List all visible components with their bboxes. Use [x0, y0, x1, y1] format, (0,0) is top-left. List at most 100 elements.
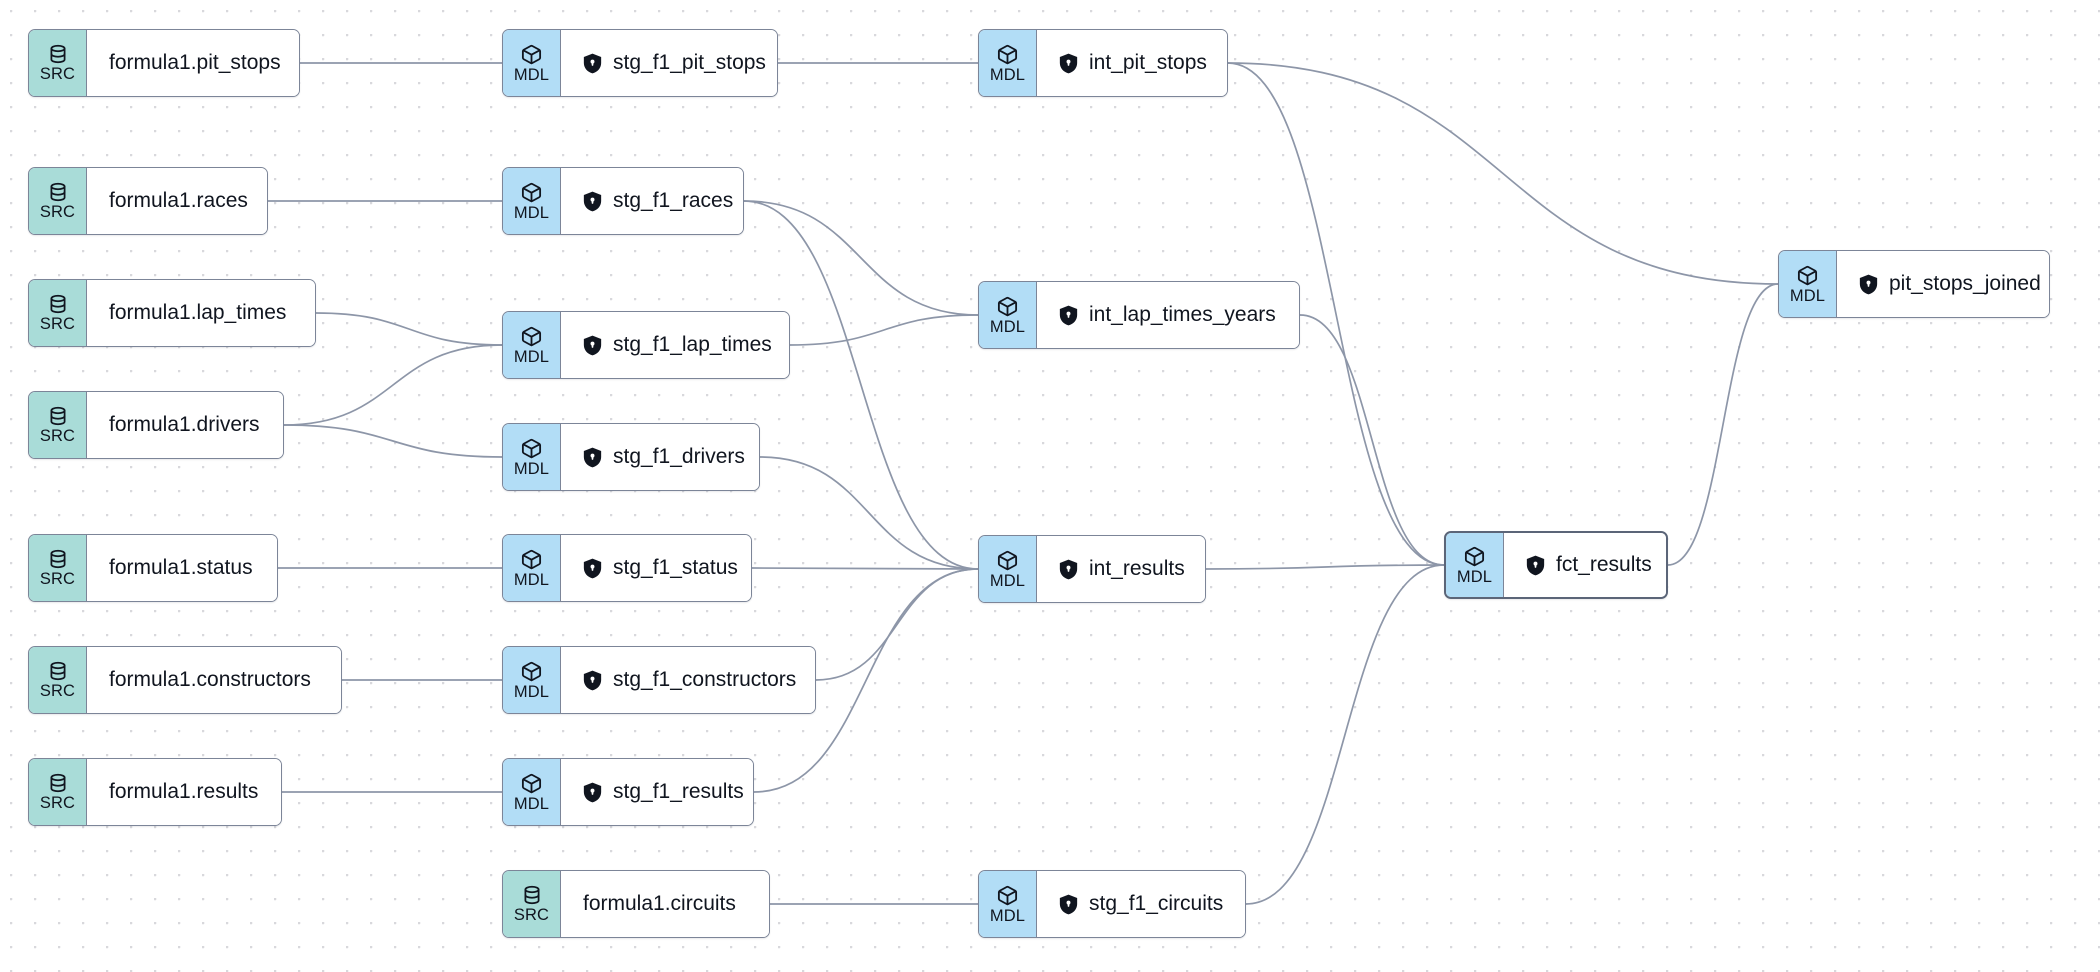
node-body: fct_results	[1504, 533, 1666, 597]
edge-stg_lap_times-to-int_lap_times	[789, 314, 979, 346]
graph-node-src_status[interactable]: SRC formula1.status	[28, 534, 278, 602]
node-label: pit_stops_joined	[1889, 272, 2041, 295]
node-body: stg_f1_status	[561, 535, 751, 601]
badge-label: MDL	[989, 317, 1026, 336]
model-badge: MDL	[979, 30, 1037, 96]
graph-node-src_lap_times[interactable]: SRC formula1.lap_times	[28, 279, 316, 347]
badge-label: SRC	[39, 794, 76, 813]
node-body: stg_f1_pit_stops	[561, 30, 777, 96]
node-label: stg_f1_circuits	[1089, 892, 1224, 915]
cube-icon	[520, 548, 543, 571]
shield-icon	[1059, 53, 1078, 74]
badge-label: MDL	[1789, 286, 1826, 305]
source-badge: SRC	[29, 759, 87, 825]
cube-icon	[996, 43, 1019, 66]
node-label: int_pit_stops	[1089, 51, 1207, 74]
node-label: formula1.results	[109, 780, 259, 803]
badge-label: MDL	[513, 203, 550, 222]
node-body: formula1.pit_stops	[87, 30, 299, 96]
graph-node-src_races[interactable]: SRC formula1.races	[28, 167, 268, 235]
node-body: int_results	[1037, 536, 1205, 602]
database-icon	[47, 43, 69, 65]
graph-node-int_results[interactable]: MDL int_results	[978, 535, 1206, 603]
edge-stg_constructors-to-int_results	[815, 568, 979, 681]
cube-icon	[996, 549, 1019, 572]
model-badge: MDL	[503, 535, 561, 601]
shield-icon	[583, 335, 602, 356]
graph-node-int_pit_stops[interactable]: MDL int_pit_stops	[978, 29, 1228, 97]
model-badge: MDL	[503, 168, 561, 234]
shield-icon	[1526, 555, 1545, 576]
model-badge: MDL	[503, 759, 561, 825]
badge-label: MDL	[513, 794, 550, 813]
graph-node-stg_results[interactable]: MDL stg_f1_results	[502, 758, 754, 826]
shield-icon	[583, 53, 602, 74]
shield-icon	[1059, 894, 1078, 915]
edge-stg_races-to-int_lap_times	[743, 200, 979, 316]
graph-node-stg_pit_stops[interactable]: MDL stg_f1_pit_stops	[502, 29, 778, 97]
graph-node-fct_results[interactable]: MDL fct_results	[1444, 531, 1668, 599]
badge-label: SRC	[39, 315, 76, 334]
model-badge: MDL	[1779, 251, 1837, 317]
shield-icon	[1059, 559, 1078, 580]
badge-label: MDL	[1456, 567, 1493, 586]
source-badge: SRC	[29, 280, 87, 346]
node-label: stg_f1_constructors	[613, 668, 797, 691]
node-label: stg_f1_results	[613, 780, 744, 803]
shield-icon	[583, 782, 602, 803]
node-body: stg_f1_races	[561, 168, 743, 234]
edge-stg_races-to-int_results	[743, 200, 979, 570]
shield-icon	[583, 447, 602, 468]
badge-label: MDL	[513, 65, 550, 84]
edge-src_lap_times-to-stg_lap_times	[315, 312, 503, 346]
node-label: formula1.status	[109, 556, 253, 579]
node-body: stg_f1_results	[561, 759, 753, 825]
graph-node-stg_drivers[interactable]: MDL stg_f1_drivers	[502, 423, 760, 491]
database-icon	[47, 548, 69, 570]
database-icon	[47, 660, 69, 682]
shield-icon	[583, 670, 602, 691]
badge-label: SRC	[39, 427, 76, 446]
node-body: stg_f1_lap_times	[561, 312, 789, 378]
graph-node-pit_stops_joined[interactable]: MDL pit_stops_joined	[1778, 250, 2050, 318]
database-icon	[47, 772, 69, 794]
badge-label: SRC	[39, 203, 76, 222]
node-label: formula1.lap_times	[109, 301, 287, 324]
edge-src_drivers-to-stg_drivers	[283, 424, 503, 458]
source-badge: SRC	[29, 168, 87, 234]
node-label: formula1.races	[109, 189, 248, 212]
node-body: formula1.results	[87, 759, 281, 825]
shield-icon	[583, 558, 602, 579]
model-badge: MDL	[979, 871, 1037, 937]
node-label: stg_f1_drivers	[613, 445, 745, 468]
edge-int_pit_stops-to-pit_stops_joined	[1227, 62, 1779, 285]
node-label: stg_f1_lap_times	[613, 333, 772, 356]
shield-icon	[583, 191, 602, 212]
shield-icon	[1859, 274, 1878, 295]
database-icon	[47, 293, 69, 315]
model-badge: MDL	[1446, 533, 1504, 597]
cube-icon	[520, 660, 543, 683]
database-icon	[47, 405, 69, 427]
node-body: stg_f1_circuits	[1037, 871, 1245, 937]
cube-icon	[520, 43, 543, 66]
source-badge: SRC	[503, 871, 561, 937]
graph-node-stg_races[interactable]: MDL stg_f1_races	[502, 167, 744, 235]
badge-label: MDL	[989, 65, 1026, 84]
source-badge: SRC	[29, 535, 87, 601]
badge-label: MDL	[989, 571, 1026, 590]
graph-node-src_results[interactable]: SRC formula1.results	[28, 758, 282, 826]
graph-node-stg_circuits[interactable]: MDL stg_f1_circuits	[978, 870, 1246, 938]
model-badge: MDL	[503, 424, 561, 490]
edge-src_drivers-to-stg_lap_times	[283, 344, 503, 426]
